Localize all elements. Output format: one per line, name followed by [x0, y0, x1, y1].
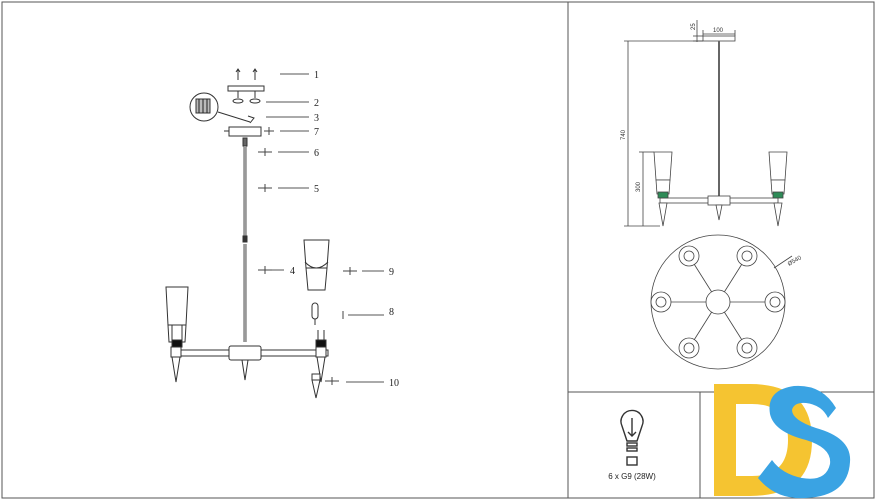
screws-part — [235, 68, 258, 80]
callout-8: 8 — [389, 307, 394, 318]
logo-letter-s — [758, 385, 851, 499]
leader-lines — [266, 73, 384, 383]
dim-left-shade — [653, 151, 673, 181]
callout-9: 9 — [389, 267, 394, 278]
callout-3: 3 — [314, 113, 319, 124]
callout-7: 7 — [314, 127, 319, 138]
dim-canopy-width: 100 — [713, 28, 724, 34]
canopy-outline — [702, 35, 736, 42]
callout-1: 1 — [314, 70, 319, 81]
dim-top-height: 25 — [691, 23, 697, 30]
light-bulb-icon — [620, 409, 644, 466]
arm-body — [170, 345, 329, 383]
callout-labels: 1 2 3 7 6 5 4 9 8 10 — [290, 70, 399, 389]
canopy-part — [224, 126, 262, 137]
callout-6: 6 — [314, 148, 319, 159]
callout-5: 5 — [314, 184, 319, 195]
plan-shade-rings — [650, 245, 786, 359]
bulb-part — [311, 302, 319, 325]
dimension-labels: 25 100 740 300 Ø540 — [621, 23, 803, 268]
mounting-bracket-part — [227, 85, 265, 104]
wire-connector-inset — [189, 92, 255, 124]
dim-shade-height: 300 — [636, 181, 642, 192]
right-lamp-holder — [315, 330, 327, 348]
plan-view — [650, 234, 793, 370]
ds-logo — [714, 384, 851, 499]
rotation-markers — [258, 127, 357, 385]
floating-glass-shade — [303, 239, 330, 291]
dimension-view — [624, 20, 788, 227]
callout-2: 2 — [314, 98, 319, 109]
callout-10: 10 — [389, 378, 399, 389]
decorative-spike-part — [311, 373, 321, 399]
dim-right-shade — [768, 151, 788, 181]
dim-total-height: 740 — [621, 129, 627, 140]
exploded-view — [165, 68, 384, 399]
callout-4: 4 — [290, 266, 295, 277]
dim-diameter: Ø540 — [787, 255, 803, 268]
spec-label: 6 x G9 (28W) — [608, 472, 656, 481]
suspension-rod-upper — [242, 137, 248, 243]
left-lamp-shade — [165, 286, 189, 348]
